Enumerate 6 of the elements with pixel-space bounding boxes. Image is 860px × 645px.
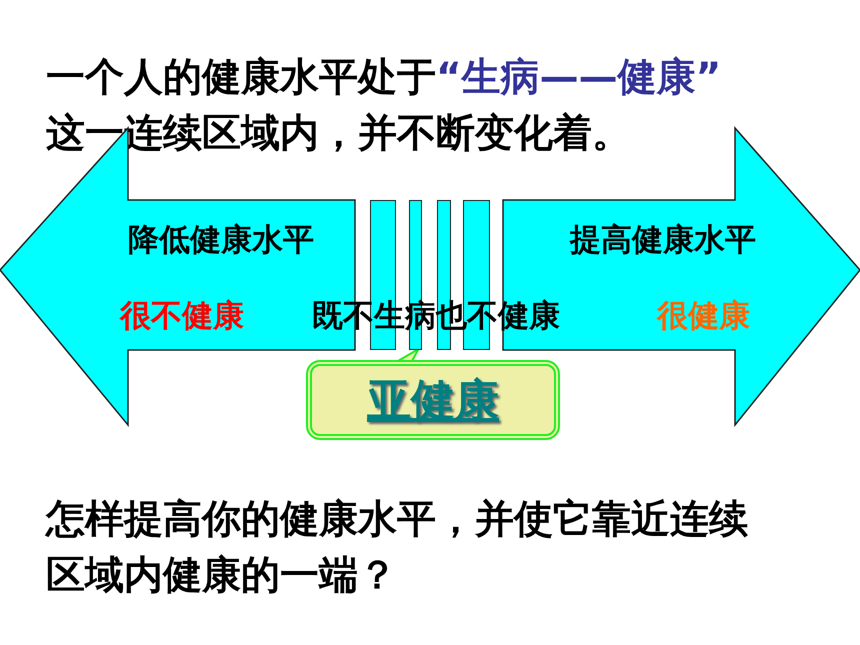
arrow-label: 很不健康 — [120, 298, 244, 334]
arrow-label: 提高健康水平 — [570, 222, 756, 258]
question-text: 怎样提高你的健康水平，并使它靠近连续区域内健康的一端？ — [46, 496, 749, 600]
arrow-label: 很健康 — [657, 298, 750, 334]
callout-box: 亚健康 — [306, 360, 560, 440]
arrow-label: 降低健康水平 — [128, 222, 314, 258]
